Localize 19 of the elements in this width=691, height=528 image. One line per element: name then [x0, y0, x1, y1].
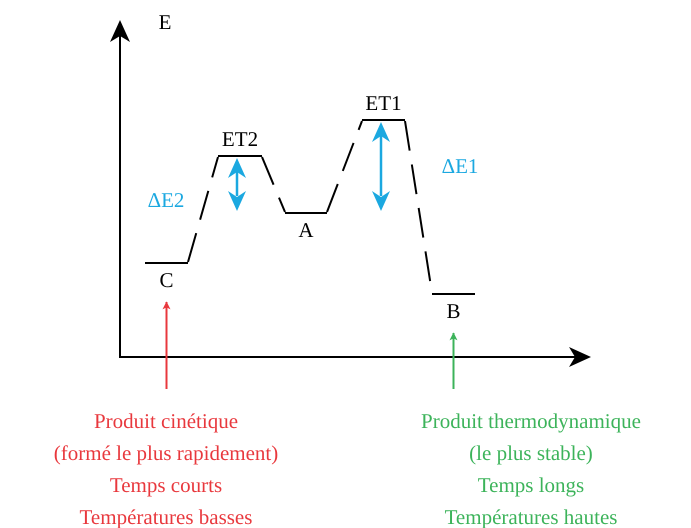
arrow: [162, 301, 170, 389]
product-description: (formé le plus rapidement): [54, 440, 278, 467]
axis-label: E: [158, 10, 172, 34]
energy-profile-line: [261, 156, 286, 212]
level-label: ET2: [222, 127, 258, 151]
energy-profile-line: [187, 156, 219, 262]
product-description: Temps courts: [110, 472, 222, 499]
energy-profile-line: [326, 120, 363, 212]
product-description: (le plus stable): [469, 440, 593, 467]
level-label: ET1: [365, 91, 402, 115]
energy-gap-label: ΔE2: [148, 188, 184, 212]
arrow: [450, 332, 458, 389]
energy-gap-label: ΔE1: [442, 154, 478, 178]
level-label: B: [446, 299, 460, 323]
level-label: A: [298, 218, 314, 242]
product-description: Produit cinétique: [94, 408, 238, 435]
level-label: C: [159, 268, 174, 292]
product-description: Temps longs: [478, 472, 584, 499]
product-description: Produit thermodynamique: [421, 408, 641, 435]
